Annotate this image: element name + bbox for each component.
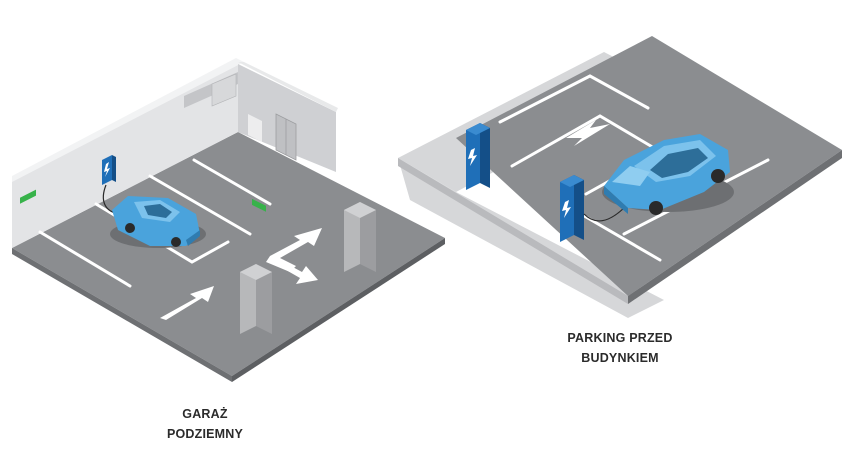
- garage-wall-right-top: [238, 62, 338, 112]
- pillar-front: [344, 202, 360, 272]
- garage-caption-line2: PODZIEMNY: [166, 427, 244, 441]
- car-window: [650, 148, 708, 178]
- lightning-bolt-icon: [104, 162, 110, 177]
- exit-sign-icon: [20, 189, 36, 204]
- pillar-side: [360, 202, 376, 272]
- concrete-pillar-icon: [240, 264, 272, 334]
- sidewalk-curb: [398, 158, 628, 304]
- parking-line: [572, 208, 662, 262]
- outdoor-parking-scene: [398, 36, 842, 318]
- car-wheel: [171, 237, 181, 247]
- pillar-top: [240, 264, 272, 280]
- charger-side: [112, 155, 116, 182]
- garage-wall-left: [12, 64, 238, 248]
- garage-floor-edge: [12, 248, 232, 382]
- garage-floor: [12, 132, 445, 376]
- concrete-pillar-icon: [344, 202, 376, 272]
- underground-garage-scene: [12, 58, 445, 382]
- charger-side: [574, 175, 584, 240]
- car-bumper: [604, 186, 628, 214]
- direction-arrow-icon: [160, 286, 214, 320]
- charger-top: [466, 123, 490, 135]
- lightning-bolt-icon: [566, 120, 610, 146]
- ev-charger-icon: [466, 123, 490, 190]
- electric-car-icon: [110, 196, 206, 248]
- parking-line: [192, 158, 272, 206]
- car-bumper: [186, 230, 200, 246]
- parking-line: [148, 174, 252, 236]
- garage-wall-right: [238, 64, 336, 172]
- pillar-side: [256, 264, 272, 334]
- car-wheel: [125, 223, 135, 233]
- charger-top: [560, 175, 584, 187]
- exit-sign-icon: [252, 198, 266, 212]
- parking-line: [498, 74, 650, 124]
- charger-side: [480, 123, 490, 188]
- garage-caption-line1: GARAŻ: [182, 407, 228, 421]
- pillar-front: [240, 264, 256, 334]
- garage-caption: GARAŻ PODZIEMNY: [140, 404, 270, 444]
- car-wheel: [649, 201, 663, 215]
- lightning-bolt-icon: [562, 200, 571, 218]
- garage-wall-left-top: [12, 58, 244, 182]
- parking-line: [20, 266, 122, 324]
- parking-caption: PARKING PRZED BUDYNKIEM: [545, 328, 695, 368]
- ceiling-duct-box: [211, 73, 237, 107]
- direction-arrow-icon: [272, 258, 318, 284]
- parking-caption-line2: BUDYNKIEM: [581, 351, 659, 365]
- garage-floor-edge-right: [232, 238, 445, 382]
- parking-line: [38, 230, 132, 288]
- car-window: [144, 204, 172, 218]
- wall-hatch: [248, 114, 262, 142]
- charging-cable: [583, 205, 627, 222]
- electric-car-icon: [602, 134, 734, 215]
- parking-lot-edge: [628, 150, 842, 304]
- car-front-window: [612, 166, 650, 186]
- car-body: [112, 196, 200, 246]
- garage-parking-lines: [20, 158, 272, 324]
- ev-charger-icon: [560, 175, 627, 242]
- pillar-top: [344, 202, 376, 218]
- direction-arrows: [160, 228, 322, 320]
- car-wheel: [711, 169, 725, 183]
- garage-charger: [102, 155, 121, 215]
- lightning-bolt-icon: [468, 148, 477, 166]
- parking-caption-line1: PARKING PRZED: [567, 331, 673, 345]
